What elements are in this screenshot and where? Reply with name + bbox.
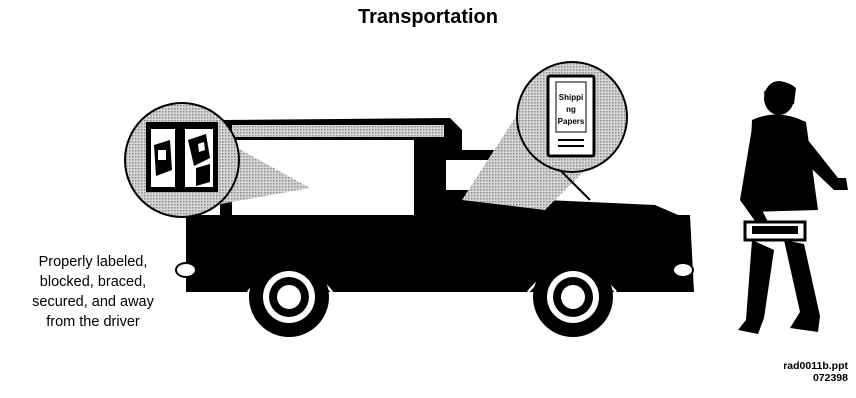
person-figure <box>738 81 848 334</box>
shipping-papers-line: Papers <box>558 117 585 126</box>
cargo-caption: Properly labeled, blocked, braced, secur… <box>8 252 178 332</box>
front-wheel <box>533 257 613 337</box>
rear-wheel <box>249 257 329 337</box>
shipping-papers-line: Shippi <box>559 93 583 102</box>
reference-code: 072398 <box>783 372 848 384</box>
packages-callout <box>124 102 240 218</box>
caption-line: from the driver <box>8 312 178 332</box>
caption-line: secured, and away <box>8 292 178 312</box>
carried-package-icon <box>745 222 805 240</box>
tail-light <box>176 263 196 277</box>
shipping-papers-line: ng <box>566 105 576 114</box>
caption-line: blocked, braced, <box>8 272 178 292</box>
caption-line: Properly labeled, <box>8 252 178 272</box>
head-light <box>673 263 693 277</box>
shipping-papers-callout: Shippi ng Papers <box>516 61 628 173</box>
reference-file: rad0011b.ppt <box>783 360 848 372</box>
slide-reference: rad0011b.ppt 072398 <box>783 360 848 384</box>
